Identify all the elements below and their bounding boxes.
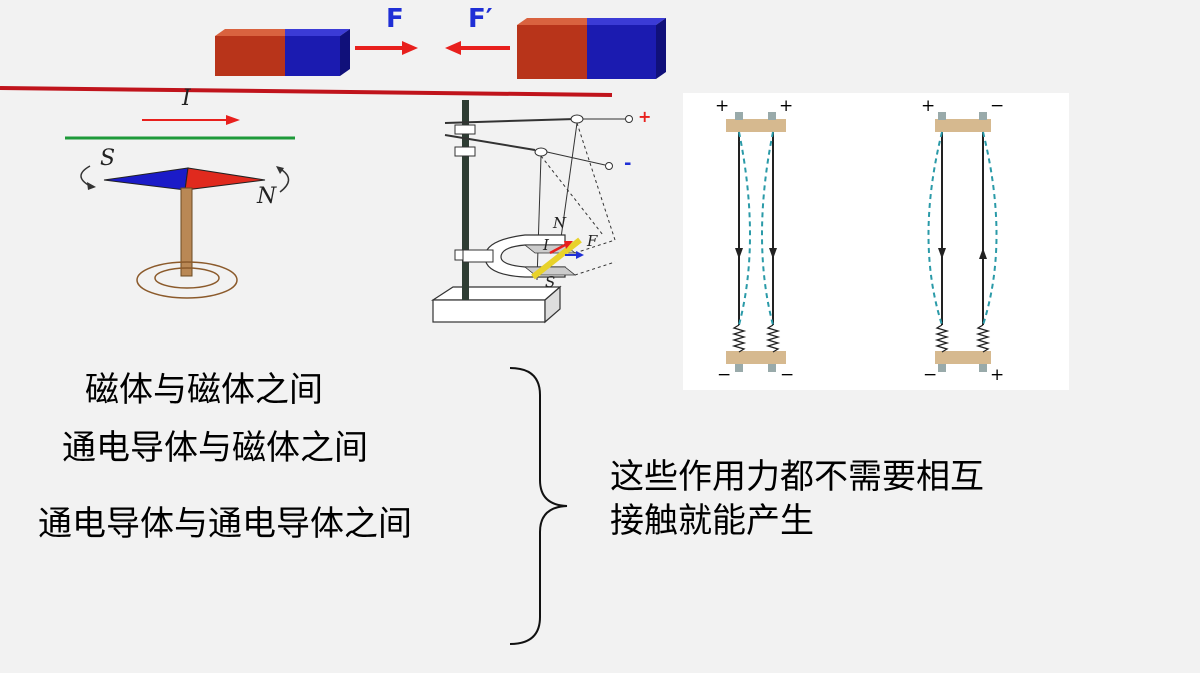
force-label-f: F: [386, 4, 404, 34]
apparatus-plus-label: +: [638, 107, 652, 126]
text-magnet-magnet: 磁体与磁体之间: [85, 370, 323, 410]
apparatus-force-label: F: [587, 232, 598, 250]
force-label-f-prime: F′: [468, 4, 493, 34]
apparatus-current-label: I: [543, 236, 549, 254]
parallel-wires-panel: [683, 93, 1069, 390]
parallel-wires-attract: [927, 112, 998, 372]
magnets-diagram: [0, 18, 666, 97]
right-bar-magnet: [517, 18, 666, 79]
compass-base: [136, 261, 238, 299]
compass-stand-post: [180, 187, 193, 277]
conclusion-text-line2: 接触就能产生: [610, 501, 814, 541]
compass-north-label: N: [257, 184, 277, 209]
apparatus-minus-label: -: [624, 153, 632, 174]
rotate-arrow-right-icon: [279, 169, 290, 193]
wire-terminal-label: −: [780, 365, 795, 385]
wire-terminal-label: +: [921, 96, 936, 116]
force-arrow-left: [445, 41, 510, 55]
parallel-wires-repel: [726, 112, 786, 372]
wire-terminal-label: +: [990, 365, 1005, 385]
wire-terminal-label: −: [923, 365, 938, 385]
compass-diagram: [65, 115, 295, 299]
compass-current-label: I: [182, 86, 191, 111]
curly-brace: [509, 367, 568, 645]
compass-needle: [103, 167, 266, 191]
parallel-wires-diagram: [726, 112, 998, 372]
horseshoe-apparatus-diagram: [430, 100, 633, 324]
force-arrow-right: [355, 41, 418, 55]
conclusion-text-line1: 这些作用力都不需要相互: [610, 457, 984, 497]
wire-terminal-label: −: [990, 96, 1005, 116]
left-bar-magnet: [215, 29, 350, 76]
wire-terminal-label: −: [717, 365, 732, 385]
current-arrow: [142, 115, 240, 125]
apparatus-north-label: N: [553, 214, 567, 232]
stand-rod: [462, 100, 469, 300]
yellow-conductor-rod: [531, 237, 582, 280]
red-conductor-line: [0, 86, 613, 97]
text-conductor-magnet: 通电导体与磁体之间: [62, 428, 368, 468]
text-conductor-conductor: 通电导体与通电导体之间: [38, 504, 412, 544]
wire-terminal-label: +: [779, 96, 794, 116]
apparatus-south-label: S: [545, 273, 556, 291]
wire-terminal-label: +: [715, 96, 730, 116]
compass-south-label: S: [100, 146, 116, 171]
